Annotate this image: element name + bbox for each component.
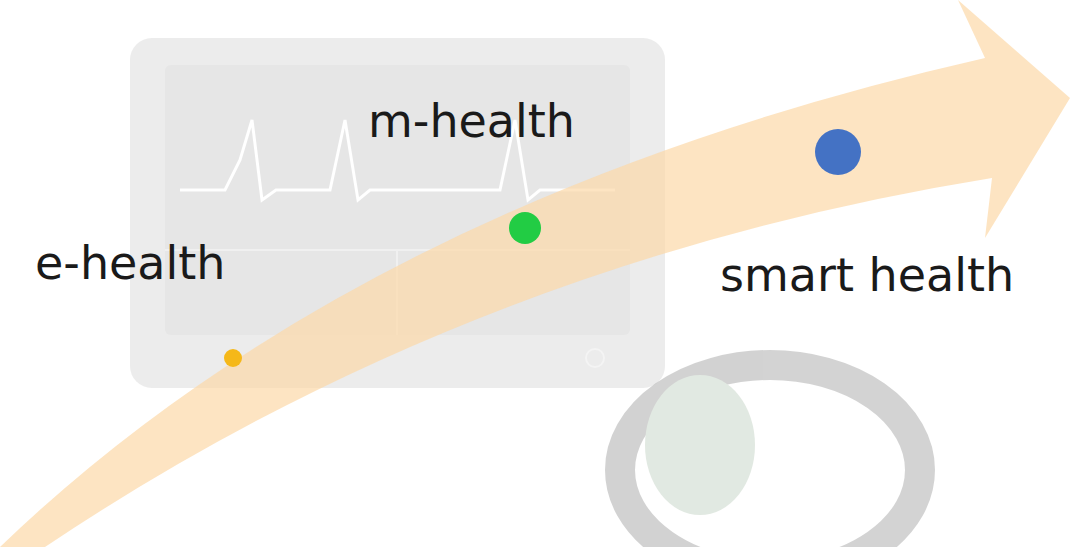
stage-label: smart health [720,252,1014,298]
stage-dot [509,212,541,244]
stage-dot [815,129,861,175]
stage-dot [224,349,242,367]
stage-label: m-health [368,98,575,144]
stage-label: e-health [35,240,226,286]
wristband-image [620,365,920,547]
